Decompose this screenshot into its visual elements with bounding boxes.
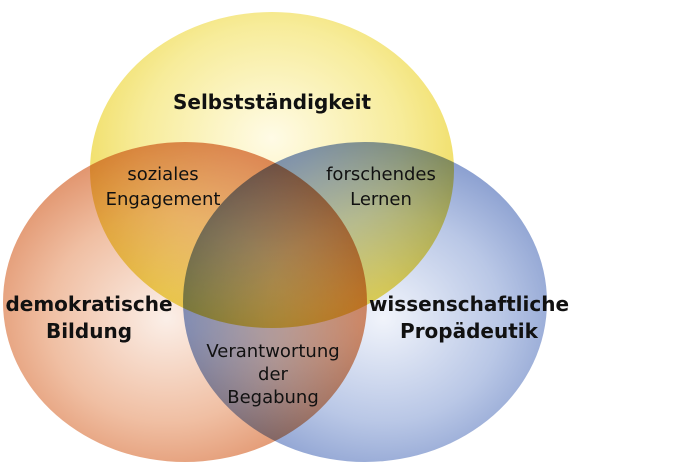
label-top: Selbstständigkeit xyxy=(173,90,371,114)
overlap-top-left-line1: soziales xyxy=(127,164,198,185)
label-left-line1: demokratische xyxy=(5,292,172,316)
label-right-line2: Propädeutik xyxy=(400,319,539,343)
overlap-left-right-line2: der xyxy=(258,364,289,385)
circle-top xyxy=(90,12,454,328)
overlap-left-right-line3: Begabung xyxy=(227,387,319,408)
overlap-left-right-line1: Verantwortung xyxy=(206,341,339,362)
label-right-line1: wissenschaftliche xyxy=(369,292,569,316)
overlap-top-right-line1: forschendes xyxy=(326,164,436,185)
label-left-line2: Bildung xyxy=(46,319,132,343)
overlap-top-right-line2: Lernen xyxy=(350,189,412,210)
overlap-top-left-line2: Engagement xyxy=(106,189,221,210)
